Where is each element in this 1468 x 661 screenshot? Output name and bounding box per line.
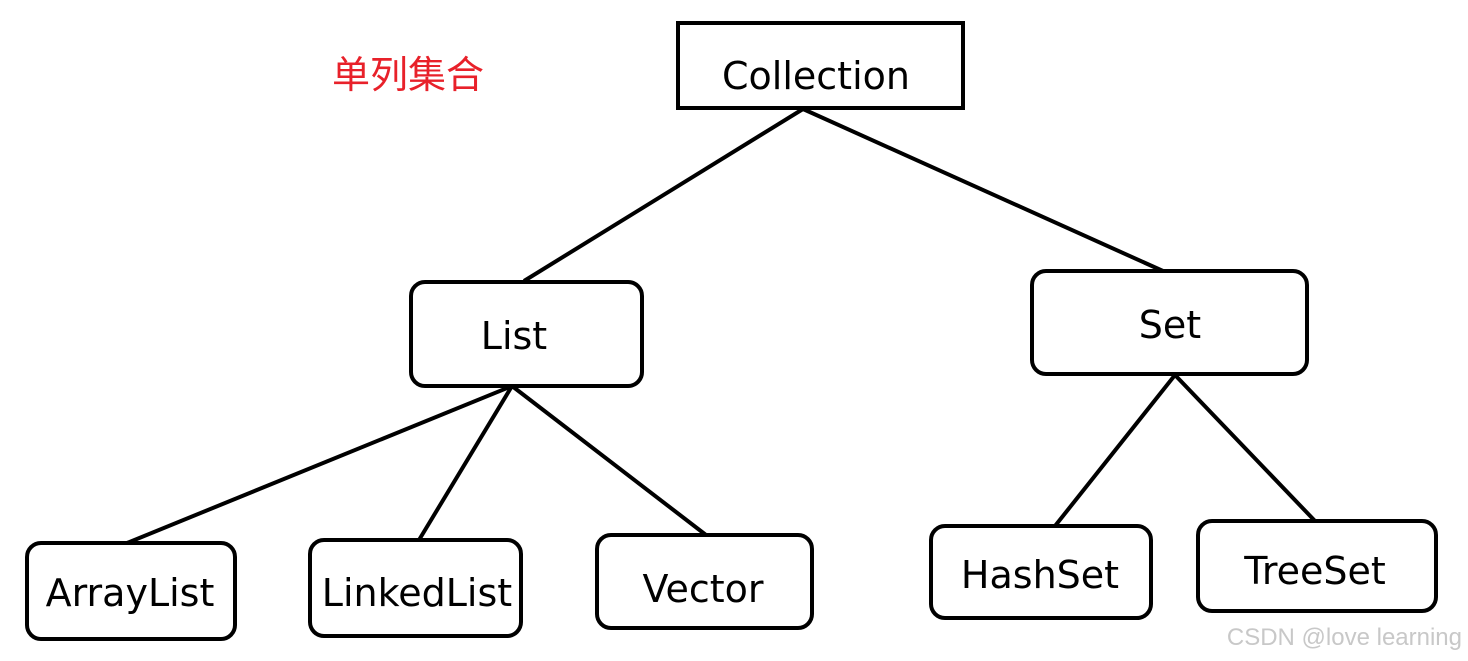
edge-collection-list: [522, 107, 805, 283]
node-linkedlist: LinkedList: [308, 538, 523, 638]
edge-collection-set: [802, 107, 1164, 273]
node-arraylist: ArrayList: [25, 541, 237, 641]
node-set-label: Set: [1139, 303, 1201, 347]
edge-list-vector: [510, 384, 708, 537]
node-set: Set: [1030, 269, 1309, 376]
edge-set-hashset: [1053, 373, 1177, 528]
node-collection-label: Collection: [722, 54, 910, 98]
node-linkedlist-label: LinkedList: [322, 571, 512, 615]
edge-list-arraylist: [126, 384, 513, 545]
node-hashset: HashSet: [929, 524, 1153, 620]
node-list: List: [409, 280, 644, 388]
node-collection: Collection: [676, 21, 965, 110]
node-hashset-label: HashSet: [961, 553, 1119, 597]
node-vector-label: Vector: [642, 567, 763, 611]
node-list-label: List: [481, 314, 547, 358]
node-vector: Vector: [595, 533, 814, 630]
edge-list-linkedlist: [417, 384, 514, 542]
diagram-title: 单列集合: [332, 53, 484, 97]
edge-set-treeset: [1173, 373, 1317, 523]
node-treeset: TreeSet: [1196, 519, 1438, 613]
node-treeset-label: TreeSet: [1243, 549, 1386, 593]
node-arraylist-label: ArrayList: [46, 571, 215, 615]
watermark: CSDN @love learning: [1227, 624, 1462, 651]
